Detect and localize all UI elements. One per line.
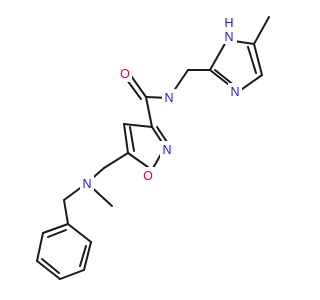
atom-imidazole-nitrogen: N — [228, 83, 242, 100]
atom-isoxazole-nitrogen: N — [160, 141, 174, 158]
bond-bz-2-3 — [83, 241, 92, 271]
bond-im-c2-n1 — [209, 39, 228, 71]
atom-label-isoxazole-o: O — [143, 169, 153, 183]
bond-bz-6-1 — [42, 223, 69, 234]
atom-amide-nitrogen: N — [162, 89, 176, 106]
bond-im-c5-c4-double-a — [253, 43, 263, 76]
atom-label-carbonyl-o: O — [120, 67, 130, 81]
bond-bz-5-6 — [36, 232, 44, 262]
atom-carbonyl-oxygen: O — [118, 65, 132, 82]
bond-bz-6-1-inner — [47, 229, 67, 238]
bond-bz-4-5-inner — [41, 258, 60, 274]
bond-iso-c3-n-double-b — [156, 126, 168, 143]
atom-label-imidazole-h: H — [224, 16, 233, 30]
bond-im-c5-c4-double-b — [247, 46, 257, 74]
bond-benzyl-ch2-ring — [63, 199, 69, 225]
atom-label-amide-n: N — [164, 91, 173, 105]
bond-bz-1-2 — [67, 223, 92, 243]
bond-iso-c5-c4-double-a — [123, 123, 129, 154]
bond-bz-2-3-inner — [79, 245, 87, 267]
bond-im-methyl — [253, 16, 270, 45]
atom-imidazole-nh: H N — [221, 14, 237, 44]
bond-c5-ch2 — [103, 152, 129, 169]
atom-label-amine-n: N — [82, 177, 91, 191]
atom-amine-nitrogen: N — [80, 175, 94, 192]
atom-label-imidazole-nh-n: N — [224, 30, 233, 44]
bond-bz-3-4 — [59, 269, 85, 280]
bond-iso-c4-c3 — [123, 123, 153, 128]
bond-layer — [36, 16, 270, 280]
atom-label-isoxazole-n: N — [162, 143, 171, 157]
bond-iso-c5-c4-double-b — [129, 126, 135, 152]
atom-isoxazole-oxygen: O — [141, 167, 155, 184]
molecule-structure-diagram: O N H N N N O N — [36, 14, 270, 280]
atom-label-layer: O N H N N N O N — [80, 14, 242, 192]
atom-label-imidazole-n: N — [230, 85, 239, 99]
bond-bz-4-5 — [36, 260, 61, 280]
bond-carbonyl-iso-c3 — [145, 96, 153, 128]
